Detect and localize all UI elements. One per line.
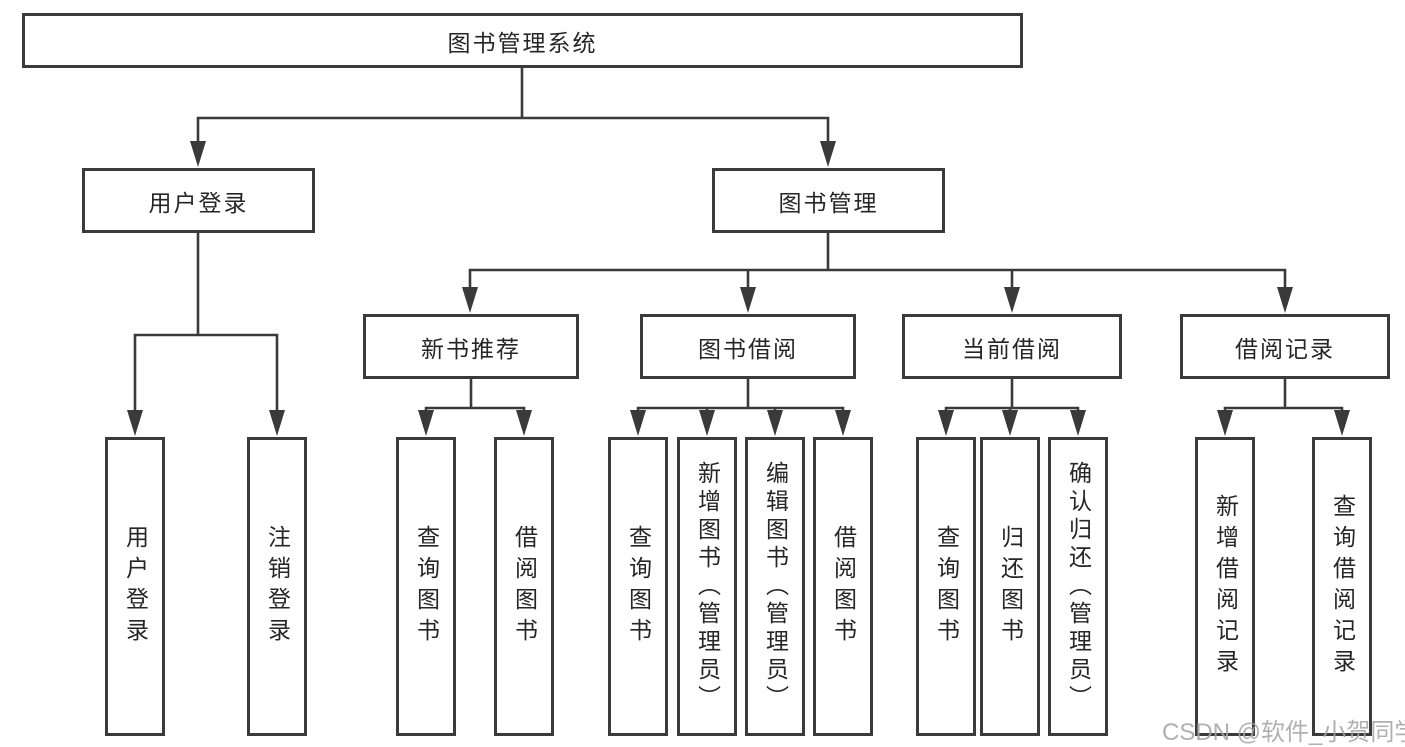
leaf-user-login: 用户登录	[105, 437, 165, 736]
leaf-add-borrow-record: 新增借阅记录	[1195, 437, 1255, 736]
arrow-down-icon	[820, 141, 836, 167]
node-library-management-system: 图书管理系统	[22, 13, 1023, 68]
node-book-borrowing: 图书借阅	[640, 314, 856, 379]
arrow-down-icon	[1217, 410, 1233, 436]
arrow-down-icon	[1277, 287, 1293, 313]
node-label: 借阅记录	[1235, 335, 1335, 362]
node-label: 新书推荐	[421, 335, 521, 362]
leaf-edit-books-admin: 编辑图书（管理员）	[745, 437, 805, 736]
arrow-down-icon	[938, 410, 954, 436]
node-label: 编辑图书（管理员）	[762, 460, 789, 713]
node-label: 新增借阅记录	[1212, 493, 1239, 680]
node-label: 当前借阅	[962, 335, 1062, 362]
leaf-logout: 注销登录	[247, 437, 307, 736]
node-label: 图书管理系统	[447, 29, 598, 56]
arrow-down-icon	[516, 410, 532, 436]
leaf-query-books-3: 查询图书	[916, 437, 976, 736]
arrow-down-icon	[190, 141, 206, 167]
node-label: 查询借阅记录	[1329, 493, 1356, 680]
leaf-query-books-1: 查询图书	[396, 437, 456, 736]
node-new-book-recommendation: 新书推荐	[363, 314, 579, 379]
node-label: 用户登录	[122, 524, 149, 649]
arrow-down-icon	[699, 410, 715, 436]
leaf-query-borrow-record: 查询借阅记录	[1312, 437, 1372, 736]
node-label: 查询图书	[933, 524, 960, 649]
node-label: 新增图书（管理员）	[694, 460, 721, 713]
node-book-management: 图书管理	[712, 168, 945, 233]
arrow-down-icon	[1004, 287, 1020, 313]
node-label: 查询图书	[625, 524, 652, 649]
leaf-return-books: 归还图书	[980, 437, 1040, 736]
node-user-login: 用户登录	[82, 168, 315, 233]
node-current-borrowing: 当前借阅	[902, 314, 1122, 379]
arrow-down-icon	[127, 410, 143, 436]
leaf-borrow-books-1: 借阅图书	[494, 437, 554, 736]
arrow-down-icon	[835, 410, 851, 436]
leaf-add-books-admin: 新增图书（管理员）	[677, 437, 737, 736]
arrow-down-icon	[767, 410, 783, 436]
node-label: 借阅图书	[830, 524, 857, 649]
leaf-confirm-return-admin: 确认归还（管理员）	[1048, 437, 1108, 736]
leaf-query-books-2: 查询图书	[608, 437, 668, 736]
node-label: 用户登录	[148, 189, 249, 216]
node-label: 归还图书	[997, 524, 1024, 649]
arrow-down-icon	[462, 287, 478, 313]
node-label: 确认归还（管理员）	[1065, 460, 1092, 713]
node-label: 图书管理	[778, 189, 879, 216]
arrow-down-icon	[1070, 410, 1086, 436]
node-label: 图书借阅	[698, 335, 798, 362]
arrow-down-icon	[269, 410, 285, 436]
node-label: 查询图书	[413, 524, 440, 649]
arrow-down-icon	[740, 287, 756, 313]
watermark: CSDN @软件_小贺同学	[1162, 719, 1405, 746]
arrow-down-icon	[630, 410, 646, 436]
node-label: 借阅图书	[511, 524, 538, 649]
node-label: 注销登录	[264, 524, 291, 649]
arrow-down-icon	[1002, 410, 1018, 436]
arrow-down-icon	[1334, 410, 1350, 436]
node-borrowing-records: 借阅记录	[1180, 314, 1390, 379]
leaf-borrow-books-2: 借阅图书	[813, 437, 873, 736]
arrow-down-icon	[418, 410, 434, 436]
